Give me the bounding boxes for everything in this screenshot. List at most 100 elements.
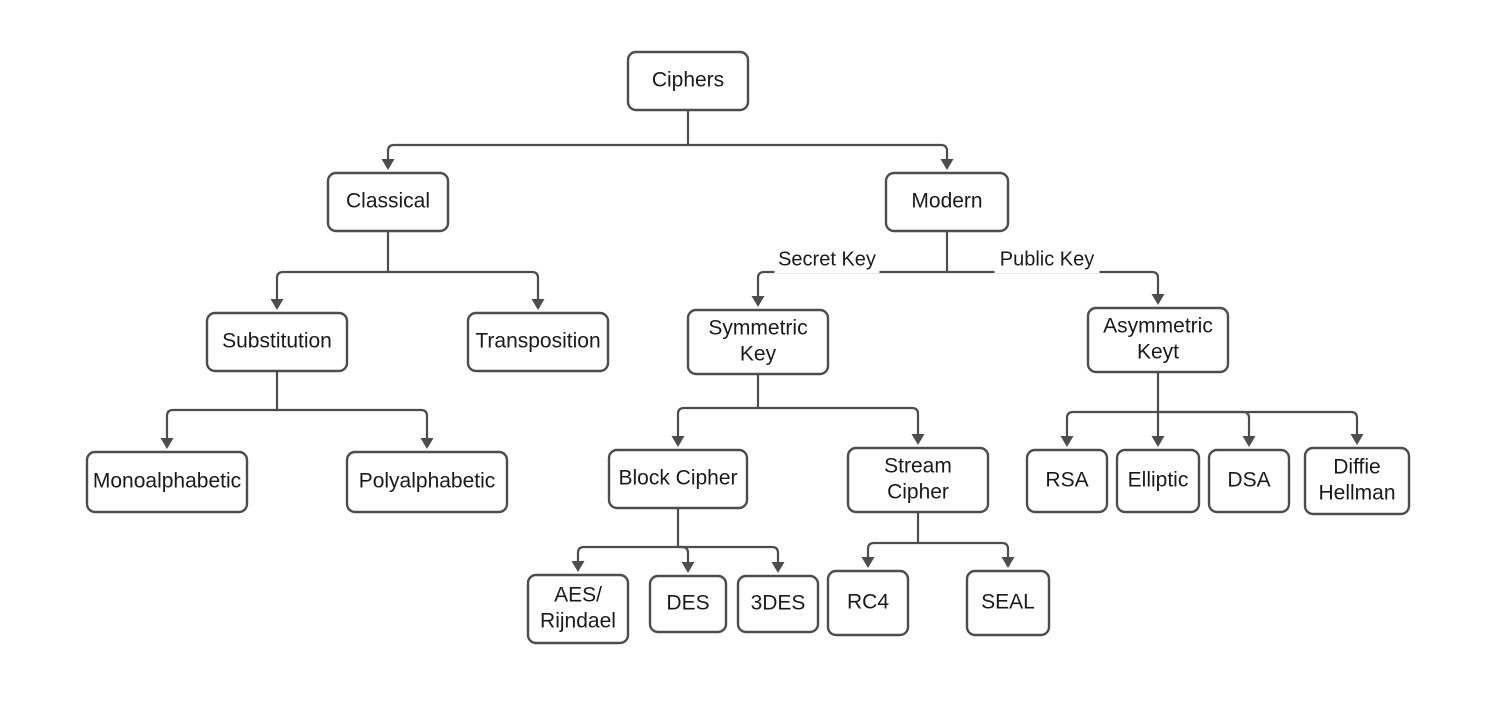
edge-branch-des bbox=[678, 545, 690, 562]
node-aes-rijndael[interactable]: AES/Rijndael bbox=[526, 573, 630, 645]
edge-group-symm-children bbox=[671, 374, 925, 447]
node-box-seal bbox=[965, 569, 1051, 637]
node-label-dsa: DSA bbox=[1227, 469, 1270, 492]
node-rc4[interactable]: RC4 bbox=[826, 569, 910, 637]
node-box-elliptic bbox=[1115, 448, 1201, 514]
node-block-cipher[interactable]: Block Cipher bbox=[607, 448, 749, 510]
node-box-stream-cipher bbox=[846, 446, 990, 514]
edge-group-subst-children bbox=[160, 371, 434, 449]
node-label-seal: SEAL bbox=[981, 591, 1035, 614]
node-label-polyalphabetic: Polyalphabetic bbox=[359, 470, 496, 493]
edge-label-backdrop bbox=[994, 247, 1100, 273]
node-box-asymmetric-key bbox=[1086, 306, 1230, 374]
edge-branch-substitution bbox=[275, 270, 388, 299]
edge-branch-transposition bbox=[388, 270, 540, 299]
node-label-diffie-hellman: Hellman bbox=[1318, 482, 1395, 505]
edge-branch-aes-rijndael bbox=[576, 545, 678, 561]
node-label-symmetric-key: Symmetric bbox=[708, 317, 807, 340]
edge-arrowhead bbox=[381, 159, 395, 170]
node-label-stream-cipher: Stream bbox=[884, 455, 952, 478]
edge-group-block-children bbox=[571, 508, 785, 573]
edge-label-text: Secret Key bbox=[778, 248, 876, 270]
edge-arrowhead bbox=[861, 557, 875, 568]
edge-branch-asymmetric-key bbox=[947, 270, 1160, 294]
node-box-polyalphabetic bbox=[345, 450, 509, 514]
node-box-rc4 bbox=[826, 569, 910, 637]
node-modern[interactable]: Modern bbox=[884, 171, 1010, 233]
node-label-aes-rijndael: AES/ bbox=[554, 584, 602, 607]
edge-arrowhead bbox=[1350, 434, 1364, 445]
edge-labels-layer: Secret Key Public Key bbox=[774, 247, 1100, 273]
edge-arrowhead bbox=[671, 436, 685, 447]
edge-arrowhead bbox=[1242, 436, 1256, 447]
edge-arrowhead bbox=[571, 561, 585, 572]
node-rsa[interactable]: RSA bbox=[1025, 448, 1109, 514]
node-box-aes-rijndael bbox=[526, 573, 630, 645]
node-label-diffie-hellman: Diffie bbox=[1333, 456, 1380, 479]
edge-branch-3des bbox=[678, 545, 780, 562]
node-label-rc4: RC4 bbox=[847, 591, 889, 614]
node-box-transposition bbox=[466, 311, 610, 373]
node-label-asymmetric-key: Asymmetric bbox=[1103, 315, 1213, 338]
node-box-dsa bbox=[1207, 448, 1291, 514]
edge-label-text: Public Key bbox=[1000, 248, 1095, 270]
edge-branch-rsa bbox=[1065, 410, 1158, 436]
node-label-ciphers: Ciphers bbox=[652, 69, 724, 92]
edge-branch-block-cipher bbox=[676, 406, 758, 436]
node-label-substitution: Substitution bbox=[222, 330, 332, 353]
node-box-classical bbox=[326, 171, 450, 233]
node-substitution[interactable]: Substitution bbox=[205, 311, 349, 373]
edge-group-ciphers-children bbox=[381, 110, 954, 170]
edge-arrowhead bbox=[911, 434, 925, 445]
edge-arrowhead bbox=[1151, 436, 1165, 447]
node-box-modern bbox=[884, 171, 1010, 233]
edge-branch-dsa bbox=[1158, 410, 1251, 436]
node-seal[interactable]: SEAL bbox=[965, 569, 1051, 637]
edge-arrowhead bbox=[420, 438, 434, 449]
node-label-asymmetric-key: Keyt bbox=[1137, 341, 1179, 364]
edge-branch-stream-cipher bbox=[758, 406, 920, 434]
edge-group-asymm-children bbox=[1060, 372, 1364, 447]
node-dsa[interactable]: DSA bbox=[1207, 448, 1291, 514]
edge-branch-monoalphabetic bbox=[165, 408, 277, 438]
edge-arrowhead bbox=[270, 299, 284, 310]
node-box-ciphers bbox=[626, 50, 750, 112]
node-box-des bbox=[648, 574, 728, 634]
node-label-elliptic: Elliptic bbox=[1128, 469, 1189, 492]
node-classical[interactable]: Classical bbox=[326, 171, 450, 233]
edge-label-secret-key-label: Secret Key bbox=[774, 247, 880, 273]
edge-arrowhead bbox=[681, 562, 695, 573]
node-label-classical: Classical bbox=[346, 190, 430, 213]
edge-label-public-key-label: Public Key bbox=[994, 247, 1100, 273]
edge-arrowhead bbox=[1151, 294, 1165, 305]
node-box-symmetric-key bbox=[686, 308, 830, 376]
node-box-monoalphabetic bbox=[85, 450, 249, 514]
node-label-block-cipher: Block Cipher bbox=[618, 467, 737, 490]
node-transposition[interactable]: Transposition bbox=[466, 311, 610, 373]
edge-arrowhead bbox=[1001, 557, 1015, 568]
node-des[interactable]: DES bbox=[648, 574, 728, 634]
node-label-symmetric-key: Key bbox=[740, 343, 777, 366]
node-elliptic[interactable]: Elliptic bbox=[1115, 448, 1201, 514]
node-ciphers[interactable]: Ciphers bbox=[626, 50, 750, 112]
node-label-stream-cipher: Cipher bbox=[887, 481, 949, 504]
edge-branch-symmetric-key bbox=[756, 270, 947, 296]
node-box-substitution bbox=[205, 311, 349, 373]
node-3des[interactable]: 3DES bbox=[736, 574, 820, 634]
edge-branch-modern bbox=[688, 143, 949, 159]
edge-arrowhead bbox=[1060, 436, 1074, 447]
node-label-modern: Modern bbox=[911, 190, 982, 213]
node-monoalphabetic[interactable]: Monoalphabetic bbox=[85, 450, 249, 514]
node-label-des: DES bbox=[666, 592, 709, 615]
edge-group-classical-children bbox=[270, 231, 545, 310]
node-polyalphabetic[interactable]: Polyalphabetic bbox=[345, 450, 509, 514]
node-box-block-cipher bbox=[607, 448, 749, 510]
edge-branch-rc4 bbox=[866, 541, 918, 557]
